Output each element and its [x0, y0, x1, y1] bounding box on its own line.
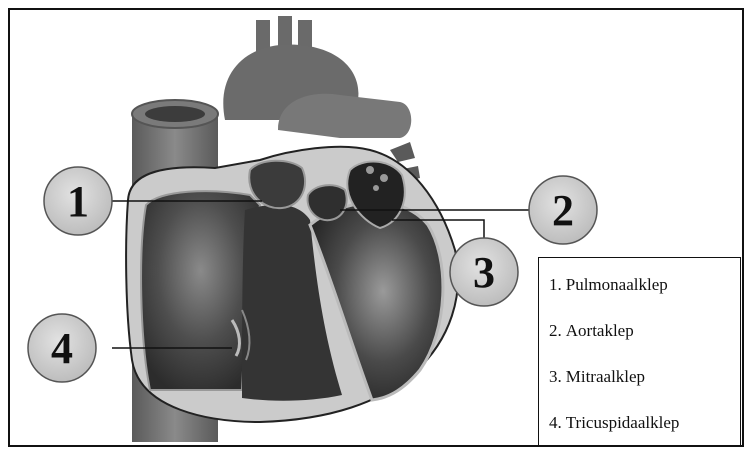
- legend-item-aortaklep: 2.Aortaklep: [549, 316, 740, 362]
- legend-label: Aortaklep: [566, 321, 634, 340]
- callout-1: 1: [44, 167, 112, 235]
- callout-4: 4: [28, 314, 96, 382]
- legend-box: 1.Pulmonaalklep 2.Aortaklep 3.Mitraalkle…: [538, 257, 741, 447]
- legend-label: Mitraalklep: [566, 367, 645, 386]
- legend-item-tricuspidaalklep: 4.Tricuspidaalklep: [549, 408, 740, 447]
- legend-item-pulmonaalklep: 1.Pulmonaalklep: [549, 270, 740, 316]
- legend-number: 1.: [549, 275, 562, 294]
- legend-item-mitraalklep: 3.Mitraalklep: [549, 362, 740, 408]
- legend-label: Pulmonaalklep: [566, 275, 668, 294]
- callout-2-number: 2: [552, 186, 574, 235]
- callout-1-number: 1: [67, 177, 89, 226]
- aortic-valve: [308, 185, 347, 220]
- legend-label: Tricuspidaalklep: [566, 413, 680, 432]
- callout-3: 3: [450, 238, 518, 306]
- callout-2: 2: [529, 176, 597, 244]
- legend-number: 4.: [549, 413, 562, 432]
- legend-number: 3.: [549, 367, 562, 386]
- diagram-frame: 1 2 3 4 1.Pulmonaalklep 2.Aortaklep 3.Mi…: [8, 8, 744, 447]
- callout-4-number: 4: [51, 324, 73, 373]
- callout-3-number: 3: [473, 248, 495, 297]
- legend-number: 2.: [549, 321, 562, 340]
